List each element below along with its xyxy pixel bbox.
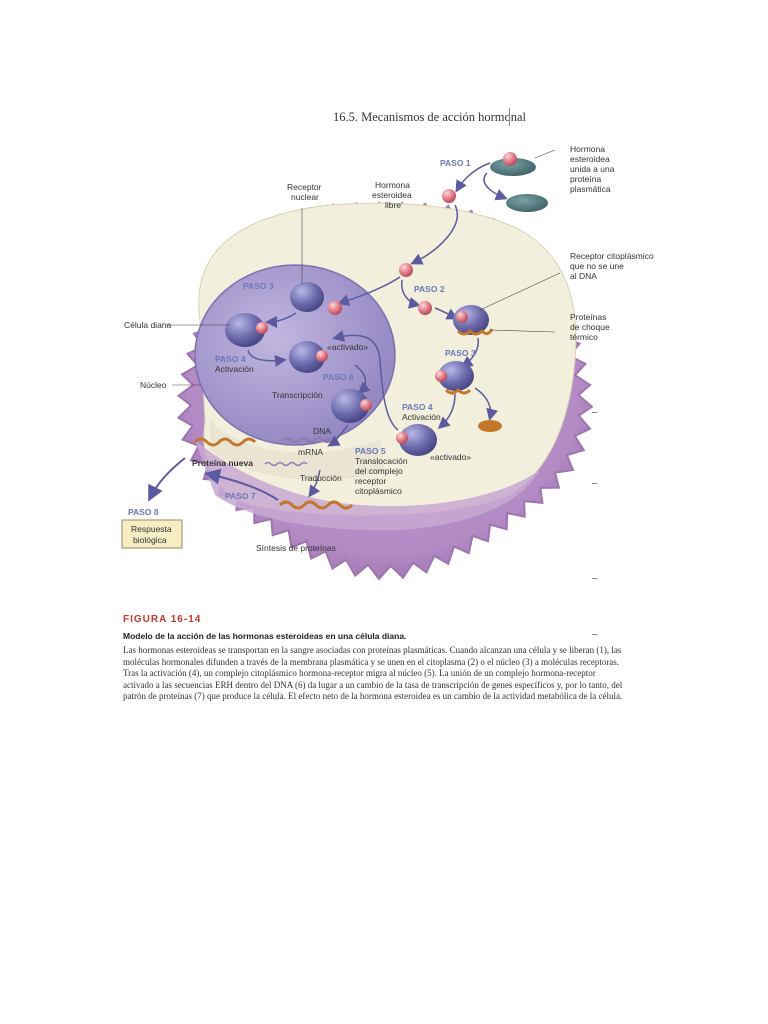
title-divider	[509, 108, 510, 126]
svg-text:proteína: proteína	[570, 174, 601, 184]
svg-text:Translocación: Translocación	[355, 456, 408, 466]
label-translocation: Translocación del complejo receptor cito…	[355, 456, 408, 496]
svg-text:Proteínas: Proteínas	[570, 312, 606, 322]
svg-text:que no se une: que no se une	[570, 261, 624, 271]
svg-text:Hormona: Hormona	[375, 180, 410, 190]
svg-text:plasmática: plasmática	[570, 184, 611, 194]
svg-text:de choque: de choque	[570, 322, 610, 332]
nuclear-receptor-1	[290, 282, 324, 312]
label-dna: DNA	[313, 426, 331, 436]
mrna-strand	[264, 461, 308, 467]
page-title: 16.5. Mecanismos de acción hormonal	[333, 110, 527, 124]
edge-mark	[592, 412, 597, 413]
svg-text:del complejo: del complejo	[355, 466, 403, 476]
svg-text:unida a una: unida a una	[570, 164, 615, 174]
free-hormone	[442, 189, 456, 203]
label-biological-response: Respuesta biológica	[131, 524, 172, 545]
figure-heading: Modelo de la acción de las hormonas este…	[123, 631, 407, 641]
label-activation-cyto: Activación	[402, 412, 441, 422]
label-activated-cyto: «activado»	[430, 452, 471, 462]
paso-5: PASO 5	[355, 446, 386, 456]
label-nuclear-receptor: Receptor nuclear	[287, 182, 322, 202]
label-protein-synthesis: Síntesis de proteínas	[256, 543, 336, 553]
paso-8: PASO 8	[128, 507, 159, 517]
label-activated-nuclear: «activado»	[327, 342, 368, 352]
label-mrna: mRNA	[298, 447, 323, 457]
biological-response-box	[121, 519, 183, 549]
paso-4-cytoplasmic: PASO 4	[402, 402, 433, 412]
label-translation: Traducción	[300, 473, 342, 483]
svg-text:esteroidea: esteroidea	[570, 154, 610, 164]
label-heat-shock-proteins: Proteínas de choque térmico	[570, 312, 610, 342]
svg-text:esteroidea: esteroidea	[372, 190, 412, 200]
heat-shock-protein-released	[478, 420, 502, 432]
svg-text:Receptor: Receptor	[287, 182, 322, 192]
steroid-hormone-diagram: PASO 1 PASO 2 PASO 3 PASO 3 PASO 4 PASO …	[121, 144, 654, 581]
svg-text:receptor: receptor	[355, 476, 386, 486]
label-free-hormone: Hormona esteroidea libre	[372, 180, 412, 210]
svg-text:biológica: biológica	[133, 535, 167, 545]
cytoplasmic-receptor-activated	[396, 424, 437, 456]
protein-synthesis-chain	[278, 500, 354, 510]
paso-4-nuclear: PASO 4	[215, 354, 246, 364]
svg-text:Hormona: Hormona	[570, 144, 605, 154]
label-new-protein: Proteína nueva	[192, 458, 253, 468]
label-activation-nuclear: Activación	[215, 364, 254, 374]
hormone-in-cytoplasm	[399, 263, 413, 277]
label-nucleus: Núcleo	[140, 380, 167, 390]
svg-text:nuclear: nuclear	[291, 192, 319, 202]
dna-strand	[282, 437, 332, 443]
paso-1: PASO 1	[440, 158, 471, 168]
svg-text:al DNA: al DNA	[570, 271, 597, 281]
plasma-protein-complex	[455, 152, 548, 212]
edge-mark	[592, 634, 597, 635]
receptor-on-dna	[331, 389, 372, 423]
svg-text:Receptor citoplásmico: Receptor citoplásmico	[570, 251, 654, 261]
figure-caption: Las hormonas esteroideas se transportan …	[123, 645, 623, 702]
nuclear-receptor-activated	[289, 341, 328, 373]
paso-6: PASO 6	[323, 372, 354, 382]
label-cytoplasmic-receptor: Receptor citoplásmico que no se une al D…	[570, 251, 654, 281]
new-protein-chain	[193, 437, 257, 447]
svg-text:libre: libre	[385, 200, 401, 210]
svg-text:Respuesta: Respuesta	[131, 524, 172, 534]
nuclear-receptor-2	[225, 313, 268, 347]
paso-3-nuclear: PASO 3	[243, 281, 274, 291]
label-target-cell: Célula diana	[124, 320, 172, 330]
label-hormone-bound: Hormona esteroidea unida a una proteína …	[570, 144, 615, 194]
label-transcription: Transcripción	[272, 390, 323, 400]
edge-mark	[592, 578, 597, 579]
paso-3-cytoplasmic: PASO 3	[445, 348, 476, 358]
edge-mark	[592, 483, 597, 484]
svg-text:citoplásmico: citoplásmico	[355, 486, 402, 496]
paso-2: PASO 2	[414, 284, 445, 294]
paso-7: PASO 7	[225, 491, 256, 501]
cytoplasmic-receptor-2	[435, 361, 474, 395]
figure-label: FIGURA 16-14	[123, 614, 202, 625]
cytoplasmic-receptor	[453, 305, 494, 336]
svg-text:térmico: térmico	[570, 332, 598, 342]
